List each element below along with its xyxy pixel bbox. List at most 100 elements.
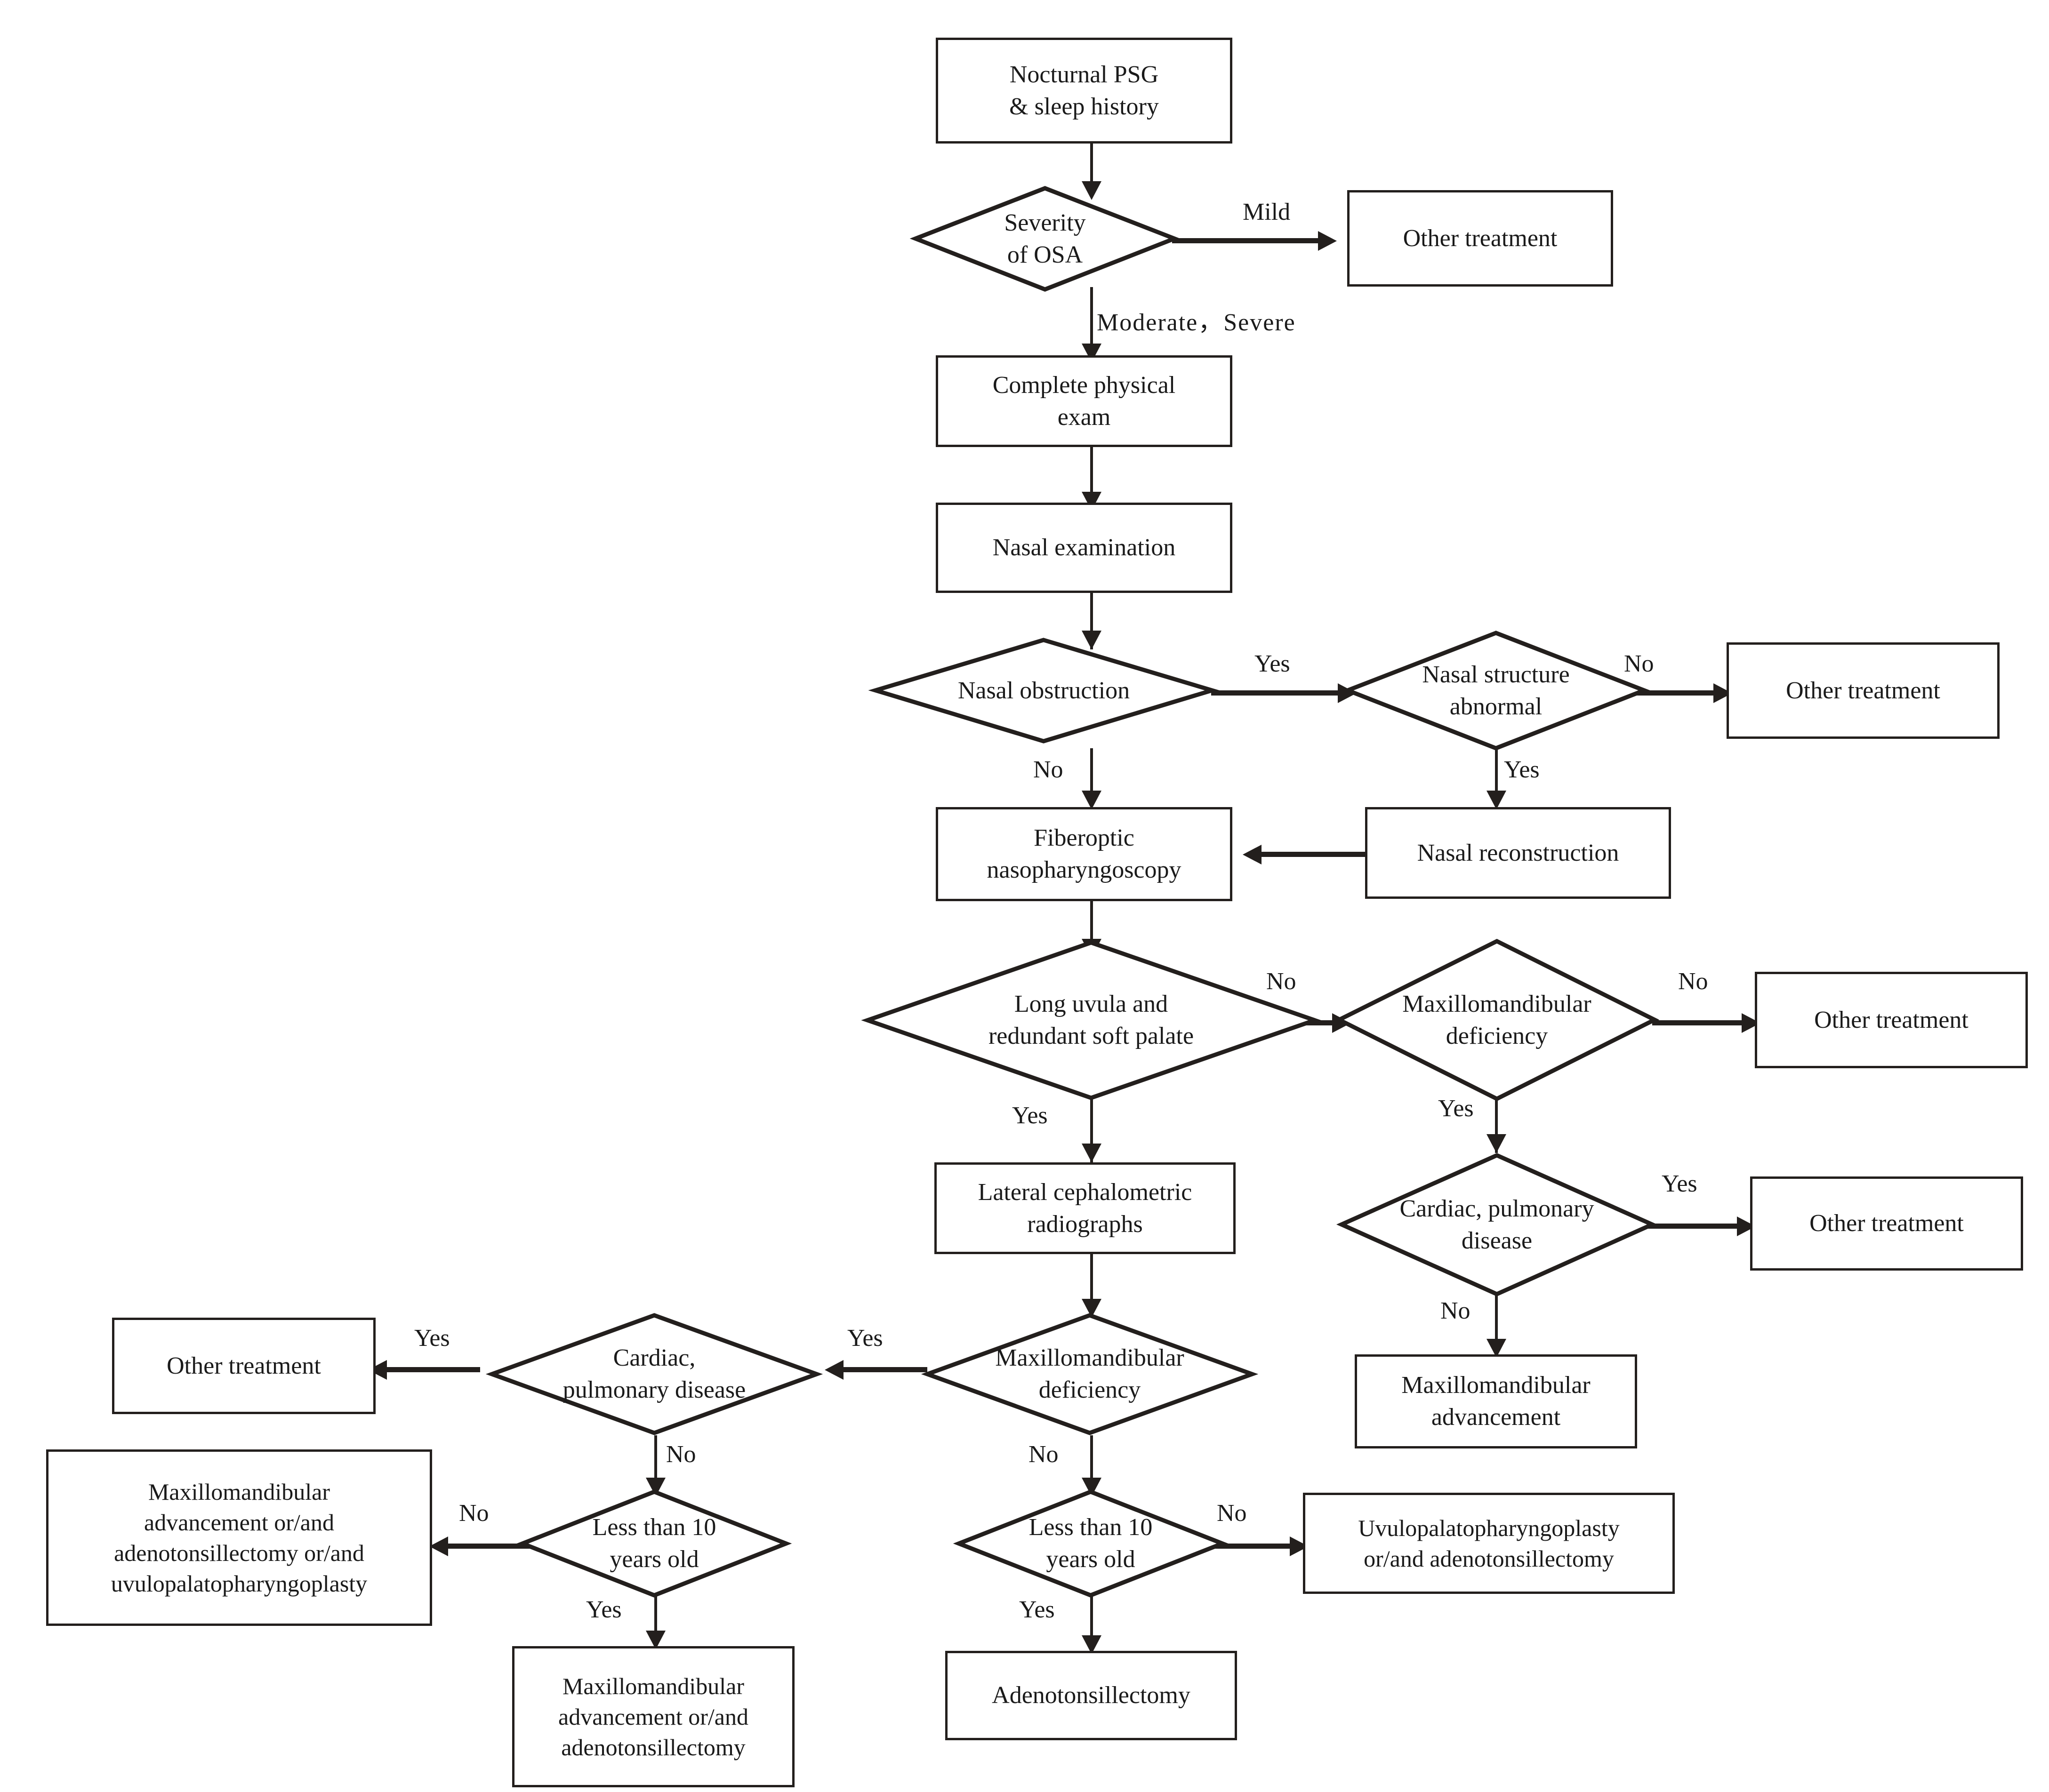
diamond-shape bbox=[1336, 1153, 1658, 1296]
node-line: Maxillomandibular bbox=[562, 1672, 745, 1699]
edge-mmd-right-to-other-treatment bbox=[1652, 1020, 1751, 1025]
node-lateral-cephalometric-radiographs[interactable]: Lateral cephalometric radiographs bbox=[934, 1162, 1236, 1254]
node-nocturnal-psg[interactable]: Nocturnal PSG & sleep history bbox=[936, 38, 1232, 144]
node-line: Maxillomandibular bbox=[1402, 990, 1591, 1017]
edge-label-mmd-center-no: No bbox=[1029, 1441, 1059, 1468]
edge-label-age-left-yes: Yes bbox=[586, 1596, 622, 1623]
node-other-treatment-nasal[interactable]: Other treatment bbox=[1727, 642, 2000, 739]
node-label: Nasal structure abnormal bbox=[1345, 631, 1647, 751]
node-label: Less than 10 years old bbox=[520, 1489, 788, 1598]
edge-label-nasal-structure-no: No bbox=[1624, 650, 1654, 677]
node-line: abnormal bbox=[1449, 693, 1543, 720]
diamond-shape bbox=[516, 1489, 792, 1598]
node-line: deficiency bbox=[1446, 1022, 1548, 1049]
edge-nasal-exam-to-nasal-obstruction bbox=[1090, 593, 1093, 649]
node-line: Fiberoptic bbox=[1034, 824, 1134, 852]
node-maxillomandibular-deficiency-center[interactable]: Maxillomandibular deficiency bbox=[921, 1313, 1259, 1435]
node-line: Complete physical bbox=[992, 371, 1176, 399]
node-line: or/and adenotonsillectomy bbox=[1364, 1545, 1614, 1572]
node-nasal-examination[interactable]: Nasal examination bbox=[936, 503, 1232, 593]
edge-physical-exam-to-nasal-exam bbox=[1090, 447, 1093, 508]
node-line: disease bbox=[1461, 1227, 1533, 1254]
edge-label-long-uvula-yes: Yes bbox=[1012, 1102, 1048, 1129]
node-line: Maxillomandibular bbox=[995, 1344, 1184, 1372]
node-line: adenotonsillectomy bbox=[561, 1734, 746, 1760]
node-line: Adenotonsillectomy bbox=[992, 1682, 1190, 1709]
edge-label-nasal-obstruction-no: No bbox=[1033, 756, 1063, 783]
node-line: years old bbox=[1046, 1546, 1135, 1573]
node-label: Maxillomandibular deficiency bbox=[1337, 939, 1657, 1101]
node-less-than-10-years-old-center[interactable]: Less than 10 years old bbox=[953, 1489, 1229, 1598]
node-nasal-reconstruction[interactable]: Nasal reconstruction bbox=[1365, 807, 1671, 899]
node-line: Less than 10 bbox=[592, 1514, 716, 1541]
node-mma-adenotonsillectomy[interactable]: Maxillomandibular advancement or/and ade… bbox=[512, 1646, 795, 1787]
node-nasal-obstruction[interactable]: Nasal obstruction bbox=[868, 638, 1220, 744]
edge-cardio-right-to-mma-right bbox=[1495, 1294, 1498, 1353]
node-long-uvula-redundant-soft-palate[interactable]: Long uvula and redundant soft palate bbox=[861, 940, 1321, 1100]
edge-cardio-left-to-other-treatment bbox=[386, 1367, 480, 1372]
edge-label-cardio-left-yes: Yes bbox=[414, 1325, 450, 1352]
node-line: years old bbox=[610, 1546, 699, 1573]
node-line: Nasal structure bbox=[1422, 661, 1570, 688]
node-line: Other treatment bbox=[1786, 677, 1940, 704]
node-line: Other treatment bbox=[167, 1352, 321, 1379]
node-label: Cardiac, pulmonary disease bbox=[490, 1313, 819, 1435]
node-severity-of-osa[interactable]: Severity of OSA bbox=[909, 186, 1181, 292]
node-other-treatment-mild[interactable]: Other treatment bbox=[1347, 190, 1613, 287]
node-line: deficiency bbox=[1038, 1376, 1141, 1403]
edge-severity-to-other-mild bbox=[1172, 238, 1327, 243]
node-line: Cardiac, pulmonary bbox=[1399, 1195, 1594, 1222]
node-fiberoptic-nasopharyngoscopy[interactable]: Fiberoptic nasopharyngoscopy bbox=[936, 807, 1232, 901]
node-complete-physical-exam[interactable]: Complete physical exam bbox=[936, 355, 1232, 447]
arrowhead-down bbox=[1487, 1134, 1506, 1153]
node-less-than-10-years-old-left[interactable]: Less than 10 years old bbox=[516, 1489, 792, 1598]
edge-label-moderate-severe: Moderate，Severe bbox=[1097, 309, 1296, 336]
edge-mmd-center-to-cardio-left bbox=[843, 1367, 927, 1372]
node-line: of OSA bbox=[1007, 241, 1083, 268]
edge-label-mmd-right-no: No bbox=[1678, 968, 1708, 995]
node-adenotonsillectomy[interactable]: Adenotonsillectomy bbox=[945, 1651, 1237, 1740]
arrowhead-left bbox=[429, 1536, 448, 1556]
edge-mmd-right-to-cardio-right bbox=[1495, 1092, 1498, 1153]
node-line: redundant soft palate bbox=[988, 1023, 1194, 1049]
node-mma-adenotonsillectomy-uvulopalatopharyngoplasty[interactable]: Maxillomandibular advancement or/and ade… bbox=[46, 1449, 432, 1626]
node-cardiac-pulmonary-disease-right[interactable]: Cardiac, pulmonary disease bbox=[1336, 1153, 1658, 1296]
node-line: Nasal obstruction bbox=[957, 677, 1130, 704]
node-cardiac-pulmonary-disease-left[interactable]: Cardiac, pulmonary disease bbox=[485, 1313, 823, 1435]
edge-lateral-ceph-to-mmd-center bbox=[1090, 1254, 1093, 1313]
node-other-treatment-cardio-right[interactable]: Other treatment bbox=[1750, 1176, 2023, 1271]
edge-cardio-left-to-age-left bbox=[654, 1435, 657, 1496]
arrowhead-down bbox=[1487, 791, 1506, 809]
node-line: Long uvula and bbox=[1014, 991, 1168, 1018]
node-line: adenotonsillectomy or/and bbox=[114, 1539, 364, 1566]
diamond-shape bbox=[953, 1489, 1229, 1598]
node-label: Nasal obstruction bbox=[873, 638, 1214, 744]
node-maxillomandibular-deficiency-right[interactable]: Maxillomandibular deficiency bbox=[1334, 938, 1660, 1102]
edge-label-mmd-center-yes: Yes bbox=[847, 1325, 883, 1352]
edge-label-age-center-yes: Yes bbox=[1019, 1596, 1055, 1623]
edge-long-uvula-to-lateral-ceph bbox=[1090, 1096, 1093, 1162]
edge-label-nasal-structure-yes: Yes bbox=[1504, 756, 1540, 783]
node-line: Maxillomandibular bbox=[148, 1478, 330, 1505]
edge-label-mmd-right-yes: Yes bbox=[1438, 1095, 1474, 1122]
arrowhead-right bbox=[1318, 231, 1337, 251]
node-line: pulmonary disease bbox=[562, 1376, 746, 1403]
edge-label-age-center-no: No bbox=[1217, 1500, 1247, 1527]
node-nasal-structure-abnormal[interactable]: Nasal structure abnormal bbox=[1342, 631, 1650, 751]
node-line: Other treatment bbox=[1403, 224, 1558, 252]
node-line: Uvulopalatopharyngoplasty bbox=[1358, 1514, 1620, 1541]
node-line: Cardiac, bbox=[613, 1344, 696, 1372]
node-label: Long uvula and redundant soft palate bbox=[865, 940, 1317, 1100]
node-other-treatment-cardio-left[interactable]: Other treatment bbox=[112, 1318, 376, 1414]
node-maxillomandibular-advancement-right[interactable]: Maxillomandibular advancement bbox=[1355, 1354, 1637, 1448]
diamond-shape bbox=[868, 638, 1220, 744]
node-other-treatment-mmd[interactable]: Other treatment bbox=[1755, 972, 2028, 1068]
node-line: Severity bbox=[1004, 209, 1086, 236]
diamond-shape bbox=[909, 186, 1181, 292]
node-uvulopalatopharyngoplasty-adenotonsillectomy[interactable]: Uvulopalatopharyngoplasty or/and adenoto… bbox=[1303, 1493, 1675, 1594]
node-line: advancement or/and bbox=[144, 1509, 334, 1536]
edge-label-cardio-right-yes: Yes bbox=[1662, 1170, 1697, 1197]
node-line: Other treatment bbox=[1814, 1006, 1969, 1033]
edge-age-left-to-mma-ton bbox=[654, 1595, 657, 1645]
